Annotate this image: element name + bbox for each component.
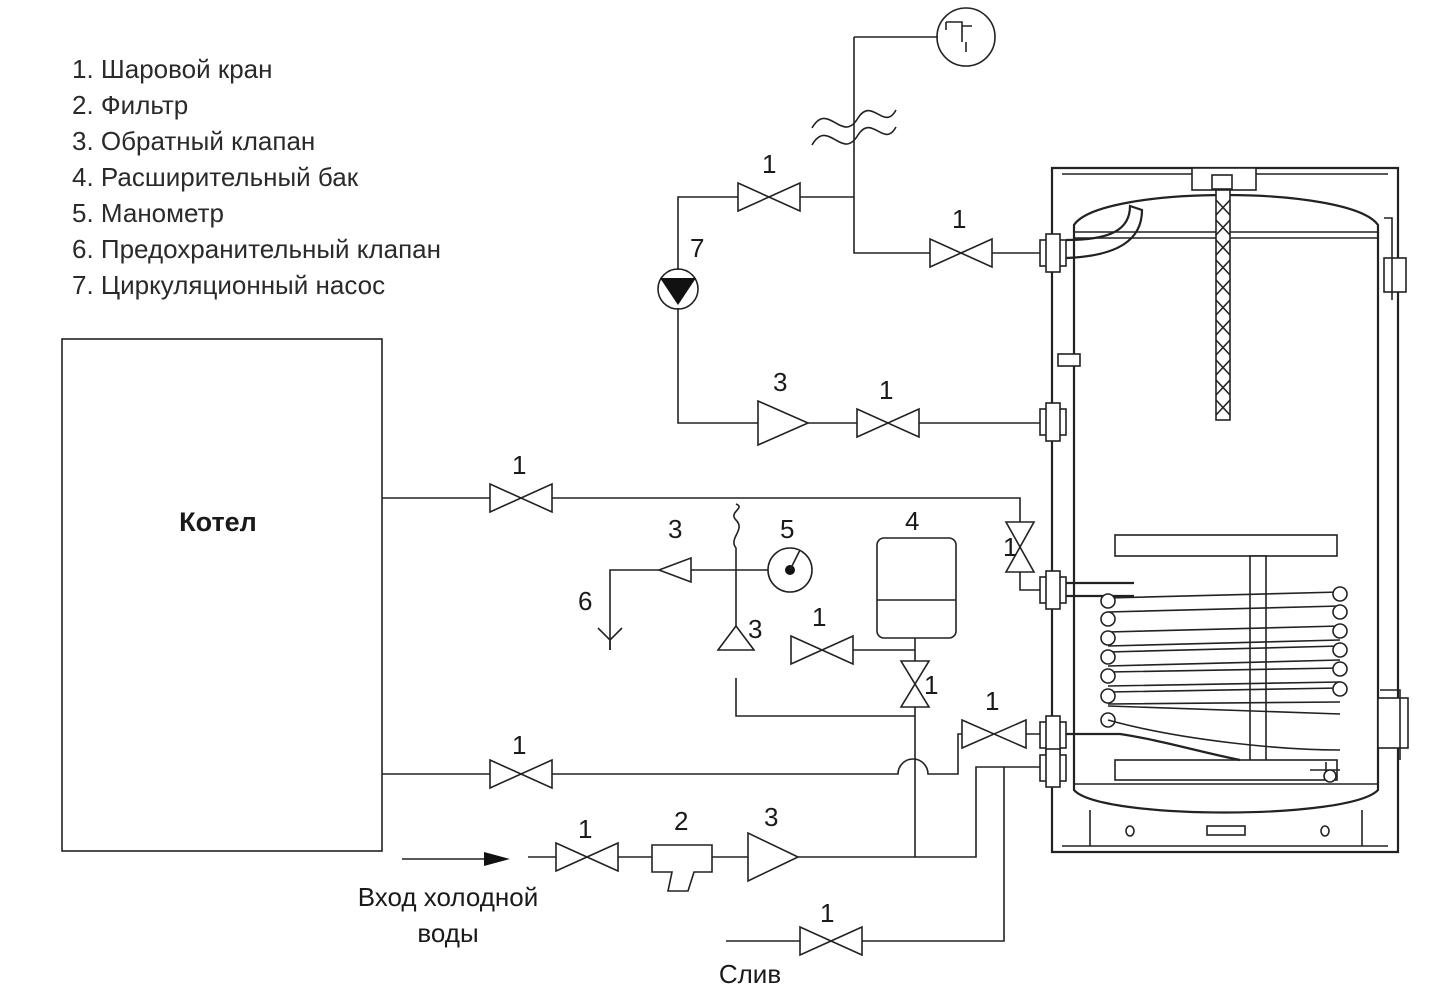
pump-body [657,268,699,310]
check-valve-riser [716,624,756,651]
air-vent-icon [733,503,740,570]
thermostat-box-bottom [1377,697,1409,749]
num-valve-cold-inlet: 1 [578,814,592,844]
recirculation-lower-pipe [677,308,1040,424]
cold-inlet-pipe [528,766,1040,858]
coil-inlet-pipe [1019,572,1040,591]
valve-coil-outlet [961,718,1027,750]
valve-recirc [737,181,801,213]
valve-expansion-branch [790,634,854,666]
water-tap-icon [936,7,996,67]
valve-coil-inlet [1004,521,1036,573]
num-filter: 2 [674,806,688,836]
tank-inner-vessel [1072,193,1380,814]
check-valve-safety [656,556,692,584]
valve-drain [799,925,863,957]
boiler-return-pipe [382,733,1040,775]
num-valve-expansion-branch: 1 [812,602,826,632]
num-valve-hot-outlet: 1 [952,204,966,234]
check-valves [656,399,810,883]
valve-boiler-supply [489,482,553,514]
filter-icon [651,844,713,892]
valve-hot-outlet [929,237,993,269]
legend-item-4: 4. Расширительный бак [72,162,359,192]
legend-item-7: 7. Циркуляционный насос [72,270,385,300]
circulation-pump [657,268,699,310]
boiler-body [61,338,383,852]
num-pump: 7 [690,233,704,263]
magnesium-anode [1215,189,1231,421]
safety-valve-icon [597,627,623,650]
legend-item-5: 5. Манометр [72,198,224,228]
pump-triangle [660,278,696,305]
cold-inlet-label-line1: Вход холодной [358,882,539,912]
coil-bottom-plate [1114,759,1338,781]
heat-exchanger-coil [1066,586,1348,762]
num-valve-expansion-tank: 1 [924,670,938,700]
num-valve-boiler-supply: 1 [512,450,526,480]
num-safety-valve: 6 [578,586,592,616]
legend-item-6: 6. Предохранительный клапан [72,234,441,264]
num-expansion-tank: 4 [905,506,919,536]
num-check-valve-safety: 3 [668,514,682,544]
component-numbers: 1 1 7 3 1 1 4 3 5 1 6 1 3 1 1 1 1 2 3 1 [512,149,1017,928]
cold-inlet-label-line2: воды [417,918,478,948]
check-valve-recirc [757,399,810,447]
num-valve-boiler-return: 1 [512,730,526,760]
hot-water-outlet-tube [1065,204,1144,260]
legend-item-3: 3. Обратный клапан [72,126,315,156]
num-valve-recirc-return: 1 [879,375,893,405]
boiler-label: Котел [179,507,257,537]
pipes [382,36,1040,942]
tank-casing [1050,166,1400,854]
drain-plug [1323,769,1337,783]
thermostat-box-top [1383,257,1407,293]
num-valve-coil-outlet: 1 [985,686,999,716]
check-valve-cold-inlet [747,831,800,883]
valve-recirc-return [856,407,920,439]
valve-expansion-tank [899,660,931,708]
boiler: Котел [61,338,383,852]
manometer [767,547,813,593]
flexible-connection-icon-2 [811,126,897,146]
cold-inlet-arrow [402,852,510,866]
coil-top-plate [1114,534,1338,557]
num-valve-coil-inlet: 1 [1003,532,1017,562]
num-manometer: 5 [780,514,794,544]
expansion-tank-pipe [853,638,916,661]
hot-water-outlet-pipe [853,37,1040,254]
valve-boiler-return [489,758,553,790]
num-check-valve-recirc: 3 [773,367,787,397]
legend-item-2: 2. Фильтр [72,90,188,120]
boiler-supply-pipe [382,497,1021,522]
safety-branch-pipe [735,678,915,717]
drain-label: Слив [719,959,781,989]
expansion-tank [876,537,957,639]
ball-valves [489,181,1036,957]
drain-pipe [726,767,1005,942]
safety-valve-pipe [609,569,659,650]
legend-item-1: 1. Шаровой кран [72,54,273,84]
num-valve-drain: 1 [820,898,834,928]
num-check-valve-riser: 3 [748,614,762,644]
num-valve-recirc: 1 [762,149,776,179]
valve-cold-inlet [555,841,619,873]
flexible-connection-icon [811,109,897,129]
legend: 1. Шаровой кран 2. Фильтр 3. Обратный кл… [72,54,441,300]
coil-support-bar [1249,555,1267,763]
tank-nozzles [1039,233,1081,788]
recirculation-upper-pipe [677,196,854,270]
water-heater-tank [1039,166,1409,854]
num-check-valve-cold-inlet: 3 [764,802,778,832]
